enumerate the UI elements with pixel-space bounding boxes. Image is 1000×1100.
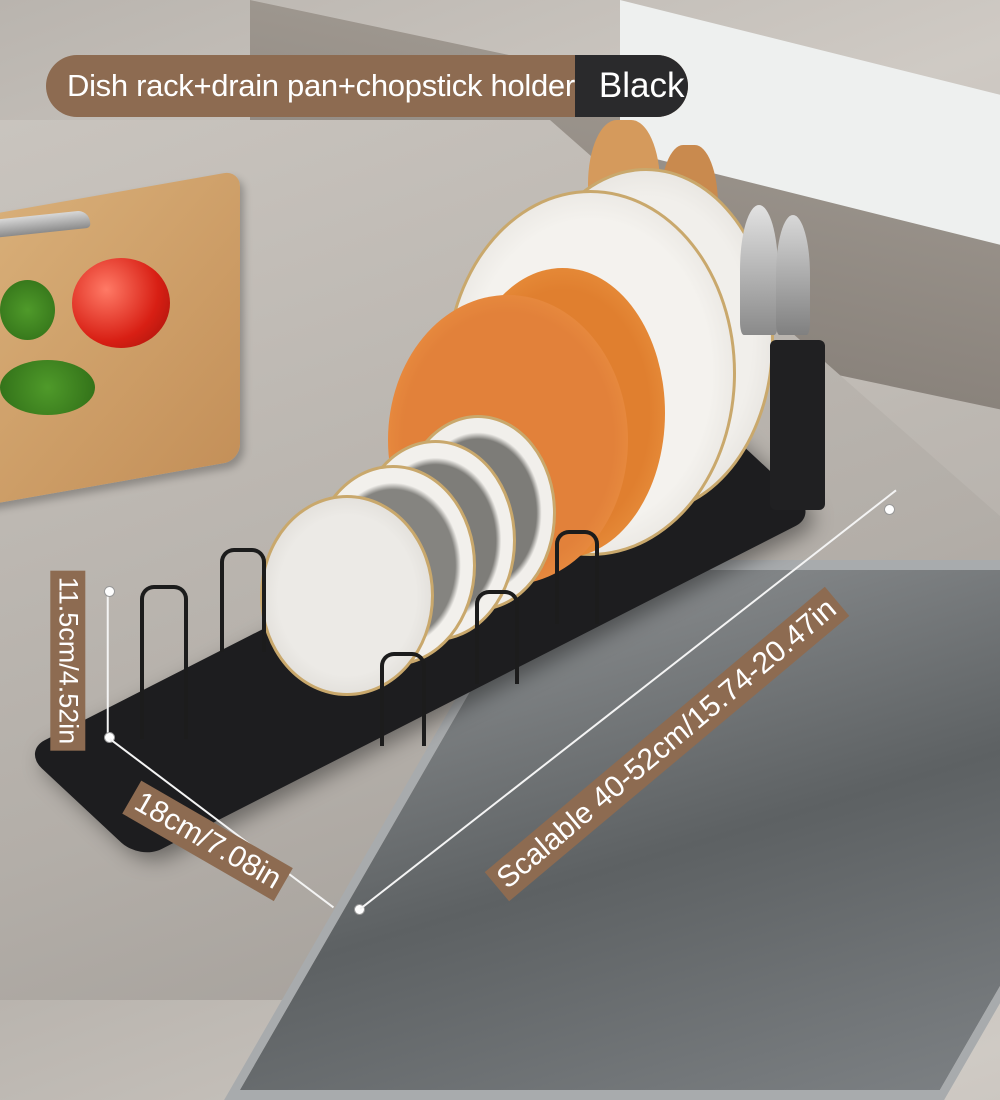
herbs xyxy=(0,280,55,340)
rack-divider xyxy=(380,652,426,746)
rack-divider xyxy=(475,590,519,684)
rack-frame xyxy=(140,585,188,739)
dimension-endpoint xyxy=(104,732,115,743)
bowl xyxy=(260,495,434,696)
dimension-endpoint xyxy=(884,504,895,515)
spoon xyxy=(740,205,778,335)
rack-divider xyxy=(220,548,266,652)
rack-divider xyxy=(555,530,599,624)
dimension-endpoint xyxy=(354,904,365,915)
product-set-label: Dish rack+drain pan+chopstick holder xyxy=(67,68,575,103)
herbs xyxy=(0,360,95,415)
height-dimension-line xyxy=(107,590,109,736)
chopstick-holder xyxy=(770,340,825,510)
dimension-endpoint xyxy=(104,586,115,597)
product-option-banner: Dish rack+drain pan+chopstick holder Bla… xyxy=(46,55,688,117)
spoon xyxy=(776,215,810,335)
color-option-badge: Black xyxy=(574,55,688,117)
tomato xyxy=(72,258,170,348)
height-dimension-label: 11.5cm/4.52in xyxy=(50,570,86,751)
